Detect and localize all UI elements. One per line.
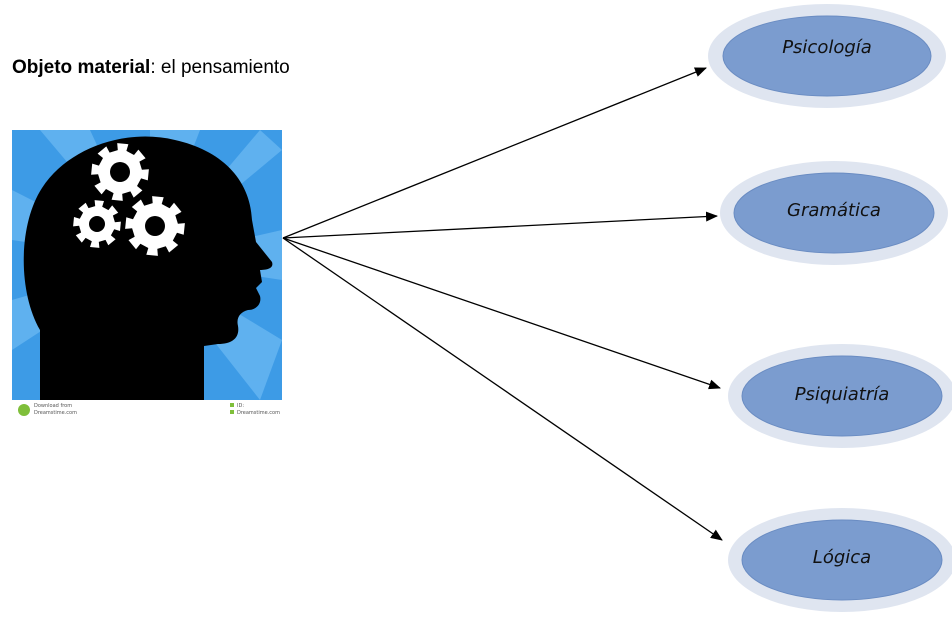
gear-icon xyxy=(91,143,149,201)
footer-right-2: Dreamstime.com xyxy=(237,410,280,416)
node-label-psicologia: Psicología xyxy=(782,37,872,58)
node-psicologia: Psicología xyxy=(708,4,946,108)
title-rest: : el pensamiento xyxy=(150,57,290,78)
title-bold: Objeto material xyxy=(12,57,151,78)
image-footer: Download from Dreamstime.com ID: Dreamst… xyxy=(12,400,282,420)
arrow-to-logica xyxy=(282,237,723,541)
node-label-gramatica: Gramática xyxy=(787,200,881,221)
footer-left-1: Download from xyxy=(34,403,72,409)
gear-icon xyxy=(73,200,121,248)
dreamstime-logo-icon xyxy=(18,404,30,416)
arrow-to-psicologia xyxy=(282,67,707,239)
node-gramatica: Gramática xyxy=(720,161,948,265)
node-psiquiatria: Psiquiatría xyxy=(728,344,952,448)
head-silhouette xyxy=(23,136,273,400)
footer-left-2: Dreamstime.com xyxy=(34,410,77,416)
page-title: Objeto material: el pensamiento xyxy=(12,57,290,79)
head-gears-image xyxy=(12,130,282,400)
footer-right-1: ID: xyxy=(237,403,244,409)
arrow-to-psiquiatria xyxy=(282,237,721,390)
gear-icon xyxy=(125,196,185,256)
node-label-psiquiatria: Psiquiatría xyxy=(795,384,890,405)
node-label-logica: Lógica xyxy=(813,547,871,568)
node-logica: Lógica xyxy=(728,508,952,612)
arrow-to-gramatica xyxy=(282,211,718,239)
